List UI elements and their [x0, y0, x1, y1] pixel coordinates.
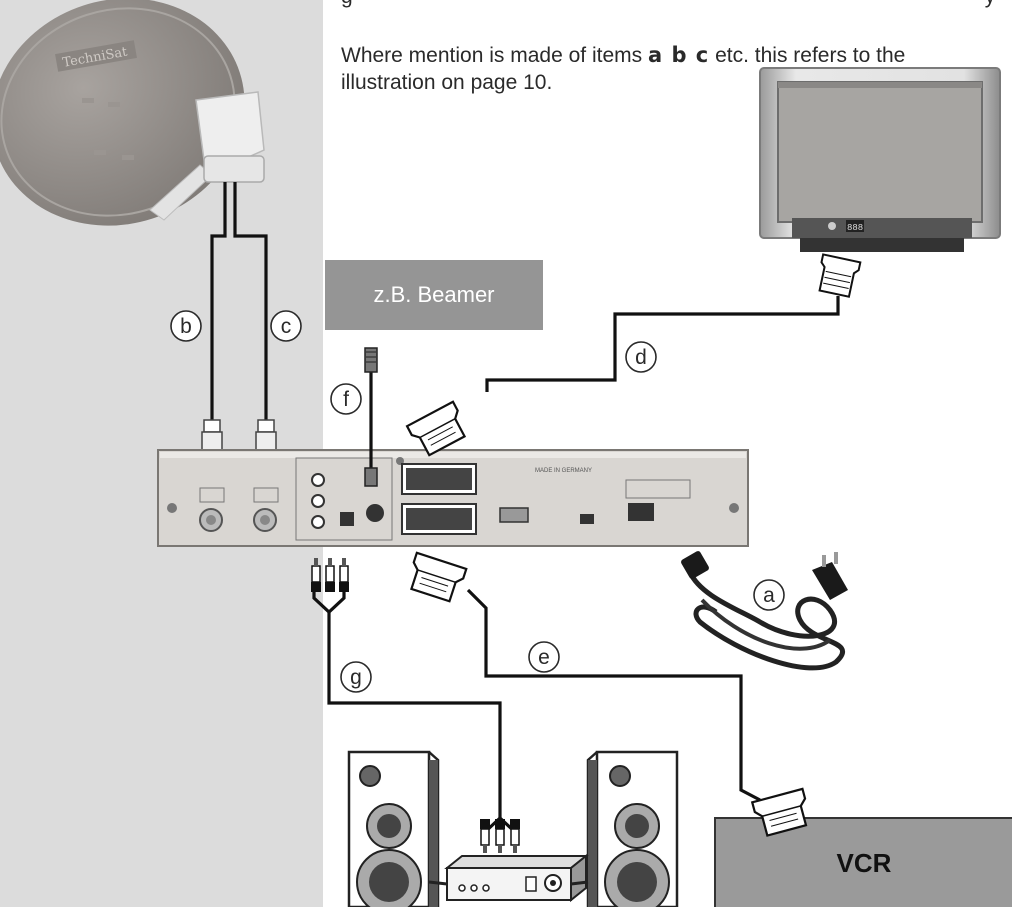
rca-plug-4 — [479, 818, 491, 854]
beamer-label: z.B. Beamer — [373, 282, 495, 307]
cable-e — [466, 588, 761, 802]
scart-plug-e-receiver — [404, 551, 468, 605]
svg-text:a: a — [763, 584, 775, 607]
cable-c — [233, 182, 268, 422]
svg-text:d: d — [635, 346, 647, 369]
label-d: d — [625, 341, 657, 373]
label-f: f — [330, 383, 362, 415]
intro-cut-tail: y — [985, 0, 996, 8]
cable-d — [485, 296, 840, 392]
vcr-box: VCR — [714, 817, 1012, 907]
svg-text:c: c — [281, 315, 292, 338]
cable-b — [210, 182, 227, 422]
scart-plug-e-vcr — [751, 787, 813, 839]
television: 888 — [759, 67, 1001, 252]
intro-text-before: Where mention is made of items — [341, 44, 643, 67]
speaker-wires — [428, 880, 589, 886]
f-connector-1 — [201, 419, 223, 451]
rca-plug-5 — [494, 818, 506, 854]
svg-text:e: e — [538, 646, 550, 669]
vcr-label: VCR — [836, 847, 892, 878]
label-e: e — [528, 641, 560, 673]
satellite-dish: TechniSat — [0, 0, 265, 226]
rca-plug-3 — [338, 557, 350, 593]
svg-text:g: g — [350, 666, 362, 689]
video-plug-receiver — [364, 467, 378, 487]
lnb — [195, 91, 265, 183]
speaker-left — [347, 750, 440, 907]
beamer-box: z.B. Beamer — [325, 260, 543, 330]
power-cable — [681, 551, 848, 671]
receiver-rear-panel: MADE IN GERMANY — [157, 449, 749, 547]
rca-plug-6 — [509, 818, 521, 854]
scart-plug-tv — [818, 253, 862, 298]
f-connector-2 — [255, 419, 277, 451]
tv-display: 888 — [847, 223, 863, 233]
label-c: c — [270, 310, 302, 342]
rca-plug-1 — [310, 557, 322, 593]
label-g: g — [340, 661, 372, 693]
intro-item-letters: a b c — [647, 43, 710, 67]
intro-cut-line: gy — [341, 0, 995, 10]
amplifier — [444, 853, 589, 903]
cable-g — [327, 612, 502, 830]
rca-plug-2 — [324, 557, 336, 593]
label-a: a — [753, 579, 785, 611]
svg-text:b: b — [180, 315, 192, 338]
intro-text-after: etc. this refers to the illustration on … — [341, 44, 906, 94]
intro-cut-char: g — [341, 0, 353, 8]
receiver-made-in: MADE IN GERMANY — [535, 468, 592, 474]
intro-paragraph: Where mention is made of items a b c etc… — [341, 42, 1001, 96]
speaker-right — [586, 750, 679, 907]
label-b: b — [170, 310, 202, 342]
beamer-plug — [364, 347, 378, 373]
svg-text:f: f — [343, 388, 349, 411]
